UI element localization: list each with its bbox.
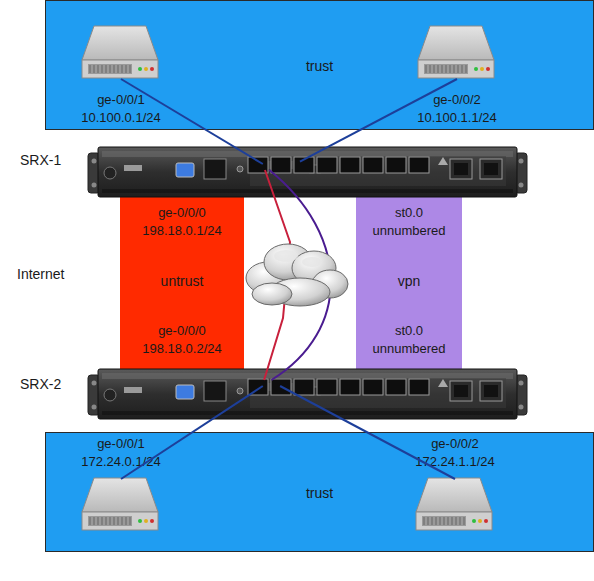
- node-text: st0.0 unnumbered: [366, 204, 452, 240]
- network-link: [280, 386, 455, 479]
- firewall-device: SRX-2: [90, 380, 522, 392]
- node-text: ge-0/0/2 172.24.1.1/24: [395, 435, 515, 471]
- server-host: ge-0/0/2 172.24.1.1/24: [417, 479, 493, 531]
- firewall-device: SRX-1: [90, 158, 522, 170]
- node-text: trust: [46, 484, 593, 502]
- zone-band: trustge-0/0/1 172.24.0.1/24ge-0/0/2 172.…: [45, 432, 594, 552]
- node-text: ge-0/0/0 198.18.0.1/24: [130, 204, 234, 240]
- network-link: [300, 79, 457, 162]
- zone-box: ge-0/0/0 198.18.0.1/24 untrust ge-0/0/0 19…: [120, 195, 244, 372]
- node-text: ge-0/0/0 198.18.0.2/24: [130, 322, 234, 358]
- zone-band: trustge-0/0/1 10.100.0.1/24ge-0/0/2 10.1…: [45, 0, 594, 130]
- network-link: [269, 170, 331, 380]
- node-text: ge-0/0/2 10.100.1.1/24: [397, 91, 517, 127]
- server-host: ge-0/0/1 172.24.0.1/24: [83, 479, 159, 531]
- node-text: ge-0/0/1 172.24.0.1/24: [61, 435, 181, 471]
- network-link: [121, 386, 263, 479]
- node-text: st0.0 unnumbered: [366, 322, 452, 358]
- node-text: trust: [46, 57, 593, 75]
- node-text: SRX-2: [20, 375, 61, 393]
- zone-box: st0.0 unnumbered vpn st0.0 unnumbered: [356, 195, 462, 372]
- network-link: [264, 170, 290, 380]
- network-link: [121, 79, 263, 164]
- node-text: untrust: [130, 272, 234, 290]
- node-text: SRX-1: [20, 151, 61, 169]
- node-text: ge-0/0/1 10.100.0.1/24: [61, 91, 181, 127]
- node-text: vpn: [366, 272, 452, 290]
- server-host: ge-0/0/2 10.100.1.1/24: [419, 25, 495, 79]
- server-host: ge-0/0/1 10.100.0.1/24: [83, 25, 159, 79]
- zone-label: Internet: [17, 266, 64, 282]
